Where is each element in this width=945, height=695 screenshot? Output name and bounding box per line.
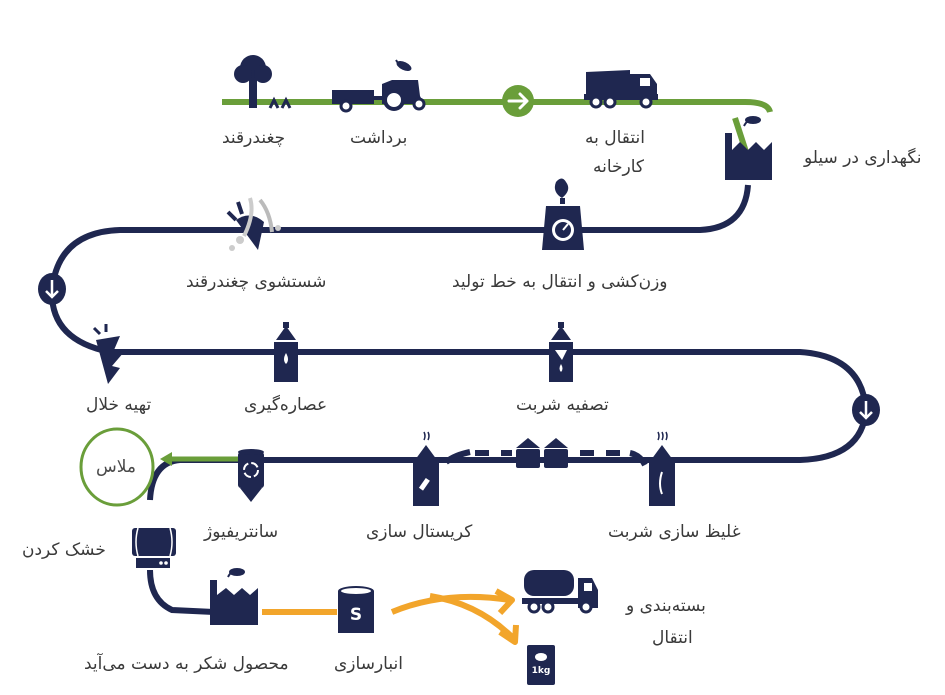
label-storage: انبارسازی [334,654,403,674]
label-drying: خشک کردن [22,540,106,560]
arrow-right-icon [502,85,534,117]
label-transport-2: کارخانه [593,157,645,177]
purification-tank-icon [549,322,573,382]
label-washing: شستشوی چغندرقند [186,272,327,292]
arrow-down-icon [38,273,66,305]
label-molasses: ملاس [96,457,137,477]
tree-icon [234,55,292,109]
scale-icon [542,178,584,250]
orange-flow-line [262,588,519,645]
molasses-circle [79,427,155,507]
label-harvest: برداشت [350,128,408,148]
evaporation-tank-icon [649,431,675,506]
factory-icon [725,116,772,180]
tractor-icon [332,59,426,113]
label-packaging-2: انتقال [652,628,693,648]
extraction-tank-icon [274,322,298,382]
label-crystallization: کریستال سازی [366,522,473,542]
label-purification: تصفیه شربت [516,395,609,415]
dashed-connector [444,449,648,467]
molasses-branch [79,427,240,507]
washing-beet-icon [226,197,281,251]
storage-tanks-icon [516,438,568,468]
label-transport-1: انتقال به [585,128,645,148]
slicing-icon [92,324,124,384]
label-silo: نگهداری در سیلو [804,148,922,168]
green-flow-line [222,99,773,159]
label-packaging-1: بسته‌بندی و [626,596,706,616]
storage-letter: S [350,605,362,625]
dump-truck-icon [584,70,658,109]
tanker-truck-icon [522,570,598,614]
crystallization-tank-icon [413,431,439,506]
arrow-left-icon [160,452,172,466]
label-slicing: تهیه خلال [86,395,152,415]
label-weighing: وزن‌کشی و انتقال به خط تولید [452,272,668,292]
centrifuge-icon [238,449,264,502]
bag-weight-label: 1kg [532,666,551,676]
sugar-bag-icon: 1kg [527,645,555,685]
arrow-down-icon [852,394,880,426]
label-extraction: عصاره‌گیری [244,395,328,415]
label-evaporation: غلیظ سازی شربت [608,522,741,542]
dryer-icon [132,527,176,568]
sugar-factory-icon [210,568,258,625]
label-centrifuge: سانتریفیوژ [204,522,279,542]
storage-silo-icon: S [338,586,374,633]
label-sugar-product: محصول شکر به دست می‌آید [84,654,289,674]
label-beet: چغندرقند [222,128,286,148]
